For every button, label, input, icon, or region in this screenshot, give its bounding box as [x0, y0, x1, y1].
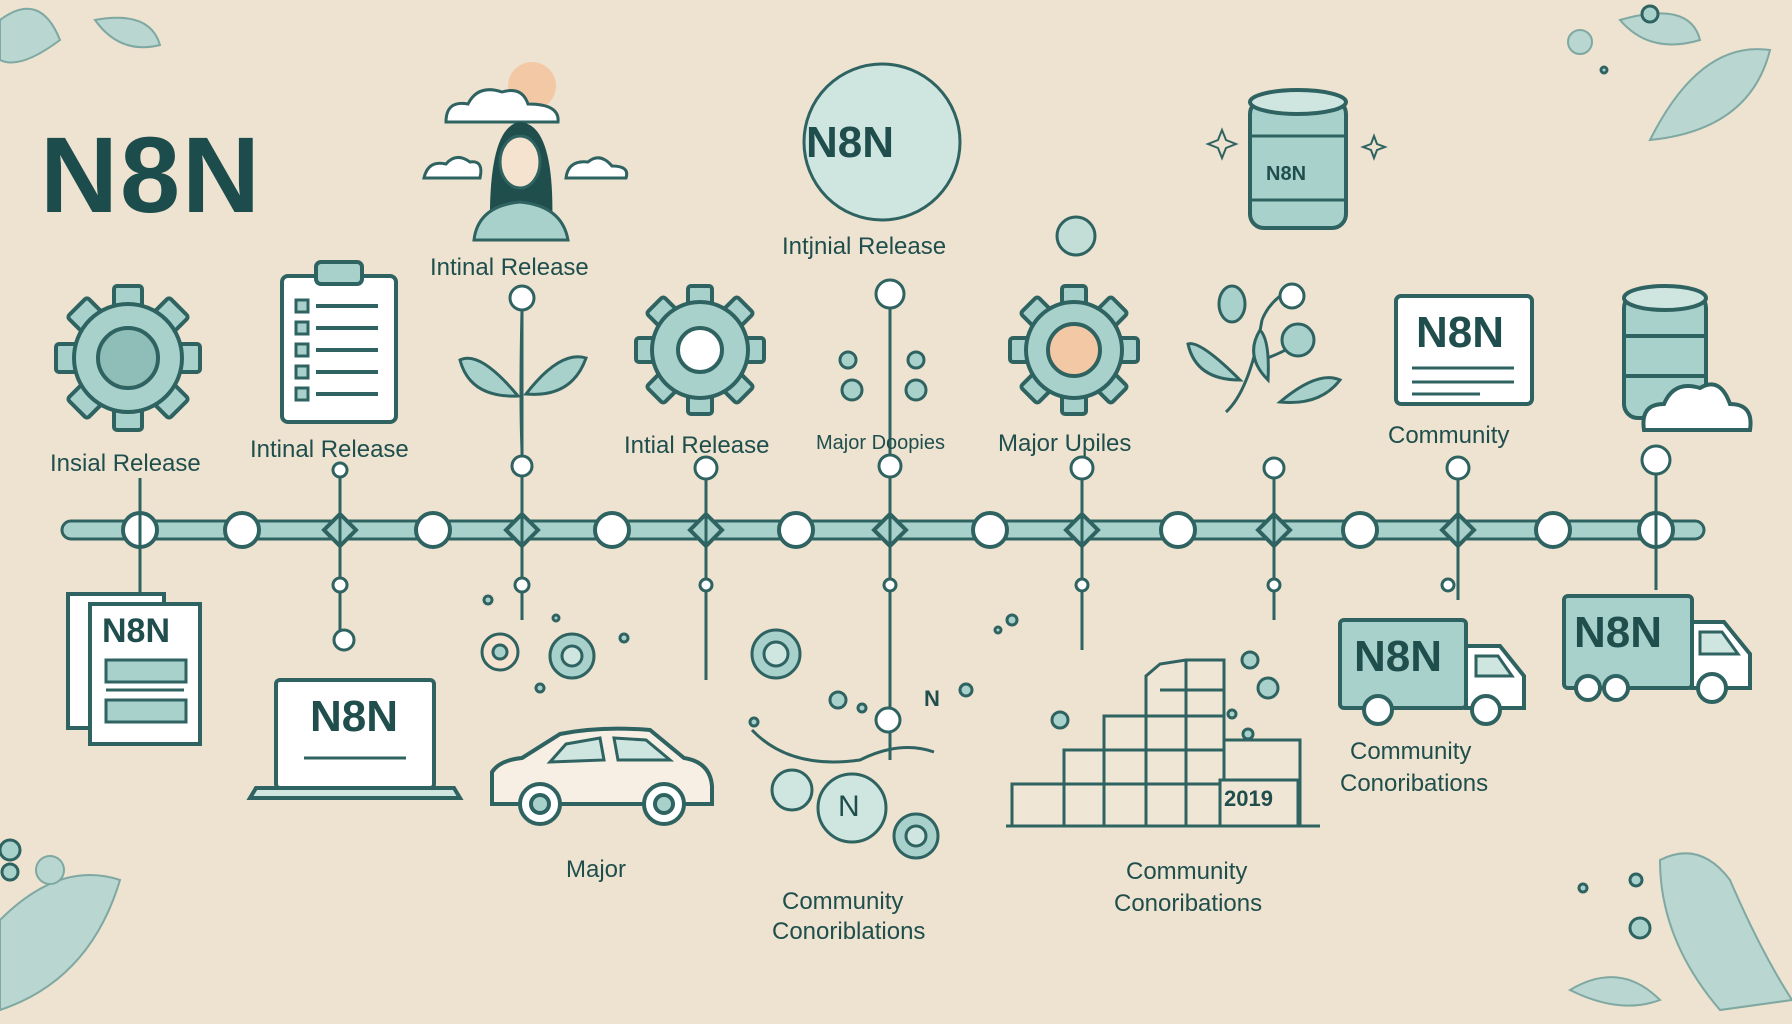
laptop-icon — [246, 678, 464, 800]
coin-icon — [750, 728, 935, 844]
monitor-badge: N8N — [1416, 308, 1505, 357]
monitor-icon — [1394, 294, 1534, 406]
milestone-label-7: Community — [1388, 422, 1510, 449]
plant-icon — [1186, 282, 1343, 414]
chart-year: 2019 — [1224, 786, 1273, 811]
truck-icon — [1562, 594, 1752, 704]
database-cloud-icon — [1622, 284, 1753, 432]
document-badge: N8N — [102, 612, 171, 650]
community-label-2b: Conoribations — [1114, 890, 1263, 917]
car-label: Major — [566, 856, 627, 883]
leaf-icon — [0, 7, 1792, 1012]
bubble-icon — [1055, 215, 1097, 257]
laptop-badge: N8N — [310, 692, 399, 741]
milestone-label-6: Major Upiles — [998, 430, 1132, 457]
community-label-3b: Conoribations — [1340, 770, 1489, 797]
n8n-logo-text: N8N — [806, 118, 895, 167]
milestone-label-5: Major Doopies — [816, 432, 945, 454]
community-label-1a: Community — [782, 888, 904, 915]
particle-dots — [0, 4, 1660, 940]
coin-letter: N — [838, 790, 860, 823]
clipboard-icon — [280, 260, 398, 424]
car-icon — [490, 726, 714, 826]
header-label: Intjnial Release — [782, 233, 947, 260]
gear-icon — [1008, 284, 1140, 416]
truck-badge-2: N8N — [1574, 608, 1663, 657]
document-icon — [66, 592, 202, 746]
barrel-icon — [1205, 88, 1388, 230]
connectors — [138, 278, 1672, 760]
bar-chart-icon — [1006, 658, 1320, 828]
timeline-axis — [60, 511, 1706, 549]
node-marker-icon — [838, 350, 928, 402]
page-title: N8N — [40, 114, 263, 235]
community-label-3a: Community — [1350, 738, 1472, 765]
milestone-label-1: Insial Release — [50, 450, 201, 477]
n8n-logo-circle — [802, 62, 962, 222]
sprout-icon — [458, 309, 588, 451]
small-n-letter: N — [924, 686, 940, 711]
truck-badge-1: N8N — [1354, 632, 1443, 681]
community-label-2a: Community — [1126, 858, 1248, 885]
woman-avatar-icon — [422, 62, 629, 242]
truck-icon — [1338, 618, 1526, 726]
gear-icon — [54, 284, 202, 432]
milestone-label-2: Intinal Release — [250, 436, 409, 463]
milestone-label-4: Intial Release — [624, 432, 770, 459]
community-label-1b: Conoriblations — [772, 918, 926, 945]
gear-icon — [634, 284, 766, 416]
barrel-label: N8N — [1266, 163, 1307, 185]
milestone-label-3: Intinal Release — [430, 254, 589, 281]
